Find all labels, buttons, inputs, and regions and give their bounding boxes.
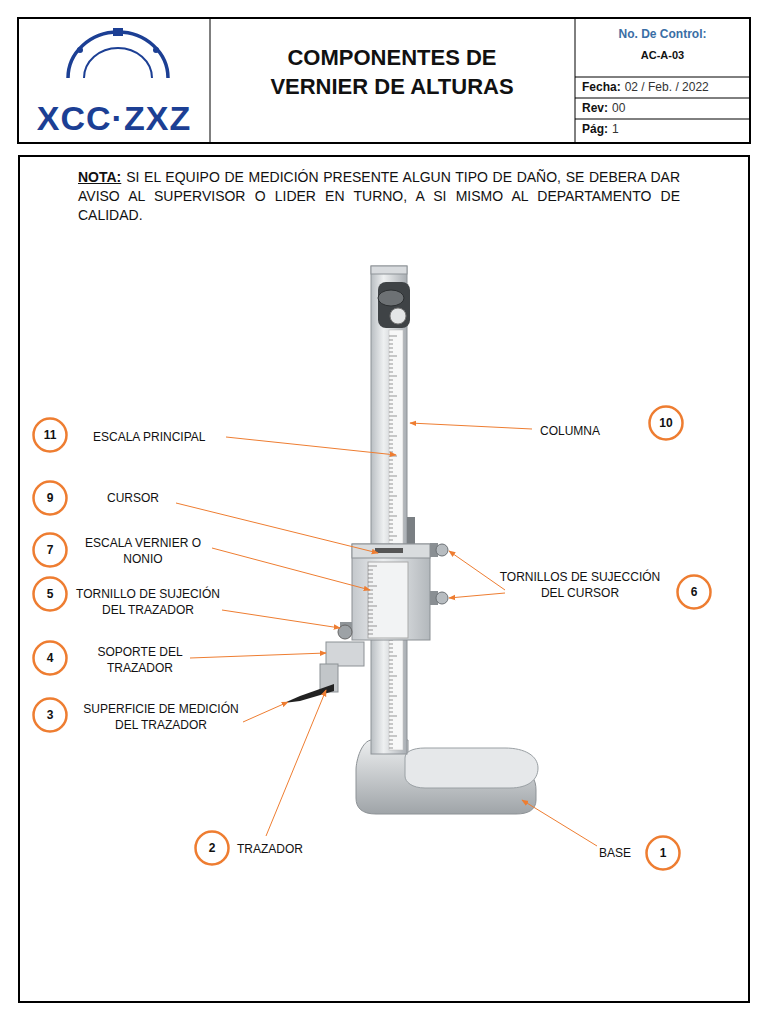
part-label: TORNILLO DE SUJECIÓN DEL TRAZADOR <box>64 586 232 618</box>
callout-circle: 4 <box>32 640 68 676</box>
revision-cell: Rev: 00 <box>575 98 750 119</box>
callout-number: 10 <box>659 416 672 430</box>
control-number: AC-A-03 <box>575 48 750 62</box>
document-title: COMPONENTES DE VERNIER DE ALTURAS <box>247 43 537 101</box>
logo-cell: XCC·ZXZ <box>18 18 210 143</box>
note-text: SI EL EQUIPO DE MEDICIÓN PRESENTE ALGUN … <box>78 169 680 223</box>
part-label: TRAZADOR <box>237 841 327 857</box>
header-grid <box>18 18 750 143</box>
leader-lines <box>176 423 597 846</box>
height-gauge <box>284 266 538 814</box>
callout-number: 7 <box>47 543 54 557</box>
callout-number: 3 <box>47 708 54 722</box>
company-logo: XCC·ZXZ <box>37 99 191 137</box>
field-value: 00 <box>612 101 625 115</box>
field-label: Rev: <box>582 101 608 115</box>
field-label: Fecha: <box>582 80 621 94</box>
part-label: TORNILLOS DE SUJECCIÓN DEL CURSOR <box>497 569 663 601</box>
part-label: ESCALA VERNIER O NONIO <box>76 535 210 567</box>
callout-circle: 3 <box>32 697 68 733</box>
callout-number: 1 <box>660 846 667 860</box>
callout-circle: 9 <box>32 480 68 516</box>
callout-circle: 2 <box>194 830 230 866</box>
part-label: BASE <box>599 845 649 861</box>
callout-circle: 5 <box>32 576 68 612</box>
field-value: 1 <box>612 122 619 136</box>
part-label: SOPORTE DEL TRAZADOR <box>85 644 195 676</box>
part-label: COLUMNA <box>540 423 620 439</box>
callout-circle: 6 <box>676 574 712 610</box>
callout-circle: 7 <box>32 532 68 568</box>
callout-circle: 11 <box>32 417 68 453</box>
date-cell: Fecha: 02 / Feb. / 2022 <box>575 77 750 98</box>
callout-number: 9 <box>47 491 54 505</box>
part-label: ESCALA PRINCIPAL <box>93 429 228 445</box>
part-label: SUPERFICIE DE MEDICIÓN DEL TRAZADOR <box>76 701 246 733</box>
part-label: CURSOR <box>107 490 187 506</box>
callout-number: 11 <box>44 428 57 442</box>
callout-circle: 1 <box>645 835 681 871</box>
control-cell: No. De Control: AC-A-03 <box>575 18 750 77</box>
note-heading: NOTA: <box>78 169 121 185</box>
callout-number: 2 <box>209 841 216 855</box>
control-label: No. De Control: <box>575 26 750 42</box>
page-cell: Pág: 1 <box>575 119 750 143</box>
logo-arch <box>68 28 168 78</box>
callout-circle: 10 <box>648 405 684 441</box>
field-label: Pág: <box>582 122 608 136</box>
callout-number: 5 <box>47 587 54 601</box>
callout-number: 6 <box>691 585 698 599</box>
callout-number: 4 <box>47 651 54 665</box>
field-value: 02 / Feb. / 2022 <box>625 80 709 94</box>
